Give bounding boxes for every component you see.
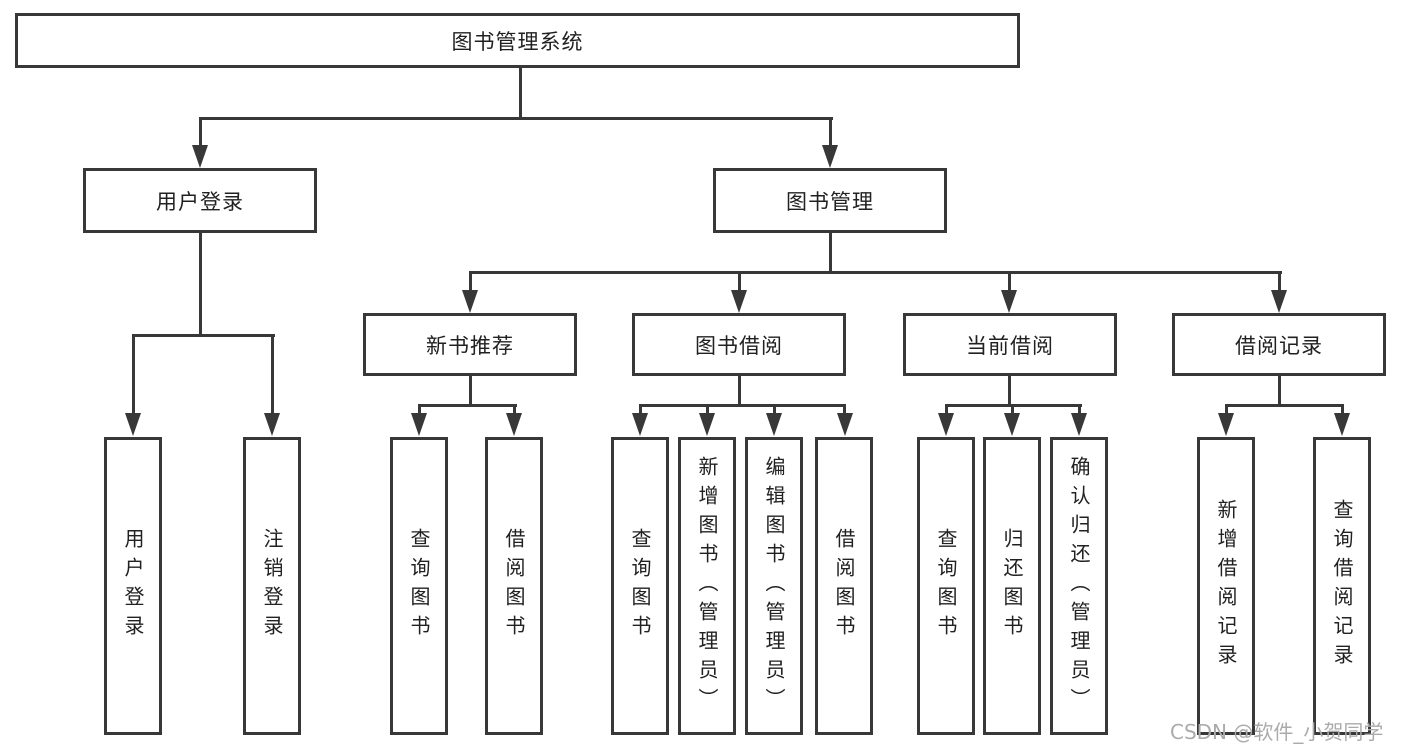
node-user-login: 用户登录 (83, 168, 317, 233)
arrowhead-icon (264, 413, 280, 436)
node-book-borrowing: 图书借阅 (632, 313, 846, 376)
leaf-label: 查询图书 (628, 528, 652, 644)
connector-borrow-stem (738, 376, 741, 407)
connector-drop-leaf-logout (271, 334, 274, 416)
connector-drop-book-mgmt (829, 117, 832, 150)
connector-drop (945, 404, 948, 417)
connector-drop (1225, 404, 1228, 417)
leaf-borrow-books: 借阅图书 (815, 437, 873, 735)
arrowhead-icon (1334, 413, 1350, 436)
arrowhead-icon (1004, 413, 1020, 436)
connector-level2-rail (199, 117, 833, 120)
connector-drop (773, 404, 776, 417)
leaf-label: 编辑图书（管理员） (762, 455, 786, 717)
arrowhead-icon (837, 413, 853, 436)
leaf-label: 借阅图书 (502, 528, 526, 644)
leaf-label: 归还图书 (1000, 528, 1024, 644)
arrowhead-icon (462, 290, 478, 313)
arrowhead-icon (125, 413, 141, 436)
connector-new-book-rail (418, 404, 517, 407)
leaf-add-book-admin: 新增图书（管理员） (678, 437, 736, 735)
connector-user-login-stem (199, 233, 202, 337)
arrowhead-icon (411, 413, 427, 436)
node-new-book-recommend: 新书推荐 (363, 313, 577, 376)
leaf-edit-book-admin: 编辑图书（管理员） (745, 437, 803, 735)
arrowhead-icon (192, 145, 208, 168)
leaf-label: 查询借阅记录 (1330, 499, 1354, 673)
connector-root-stem (519, 68, 522, 119)
leaf-label: 注销登录 (260, 528, 284, 644)
connector-drop (418, 404, 421, 417)
leaf-user-login: 用户登录 (104, 437, 162, 735)
arrowhead-icon (1001, 290, 1017, 313)
connector-drop-leaf-login (132, 334, 135, 416)
leaf-borrow-query-books: 查询图书 (611, 437, 669, 735)
arrowhead-icon (766, 413, 782, 436)
leaf-label: 查询图书 (934, 528, 958, 644)
connector-book-mgmt-stem (829, 233, 832, 274)
connector-drop-current (1008, 271, 1011, 293)
leaf-label: 用户登录 (121, 528, 145, 644)
connector-current-stem (1008, 376, 1011, 407)
leaf-return-books: 归还图书 (983, 437, 1041, 735)
csdn-watermark: CSDN @软件_小贺同学 (1170, 720, 1384, 744)
connector-record-rail (1225, 404, 1344, 407)
leaf-label: 查询图书 (407, 528, 431, 644)
connector-drop (1341, 404, 1344, 417)
arrowhead-icon (938, 413, 954, 436)
leaf-newbook-borrow-books: 借阅图书 (485, 437, 543, 735)
arrowhead-icon (731, 290, 747, 313)
connector-new-book-stem (469, 376, 472, 407)
leaf-label: 新增借阅记录 (1214, 499, 1238, 673)
leaf-label: 新增图书（管理员） (695, 455, 719, 717)
leaf-add-borrow-record: 新增借阅记录 (1197, 437, 1255, 735)
connector-drop-record (1278, 271, 1281, 293)
arrowhead-icon (699, 413, 715, 436)
arrowhead-icon (632, 413, 648, 436)
connector-drop-user-login (199, 117, 202, 150)
leaf-label: 确认归还（管理员） (1067, 455, 1091, 717)
connector-drop (843, 404, 846, 417)
connector-drop (706, 404, 709, 417)
leaf-newbook-query-books: 查询图书 (390, 437, 448, 735)
connector-drop-new-book (469, 271, 472, 293)
connector-level3-rail (469, 271, 1282, 274)
node-root-library-system: 图书管理系统 (15, 13, 1020, 68)
leaf-current-query-books: 查询图书 (917, 437, 975, 735)
arrowhead-icon (1271, 290, 1287, 313)
leaf-label: 借阅图书 (832, 528, 856, 644)
leaf-query-borrow-record: 查询借阅记录 (1313, 437, 1371, 735)
leaf-logout: 注销登录 (243, 437, 301, 735)
node-current-borrowing: 当前借阅 (903, 313, 1117, 376)
node-book-management: 图书管理 (713, 168, 947, 233)
connector-borrow-rail (639, 404, 846, 407)
connector-drop (513, 404, 516, 417)
connector-record-stem (1278, 376, 1281, 407)
arrowhead-icon (822, 145, 838, 168)
connector-drop (1078, 404, 1081, 417)
connector-drop-borrow (738, 271, 741, 293)
connector-drop (639, 404, 642, 417)
connector-drop (1011, 404, 1014, 417)
node-borrowing-records: 借阅记录 (1172, 313, 1386, 376)
arrowhead-icon (1218, 413, 1234, 436)
arrowhead-icon (506, 413, 522, 436)
arrowhead-icon (1071, 413, 1087, 436)
leaf-confirm-return-admin: 确认归还（管理员） (1050, 437, 1108, 735)
connector-user-login-rail (132, 334, 275, 337)
